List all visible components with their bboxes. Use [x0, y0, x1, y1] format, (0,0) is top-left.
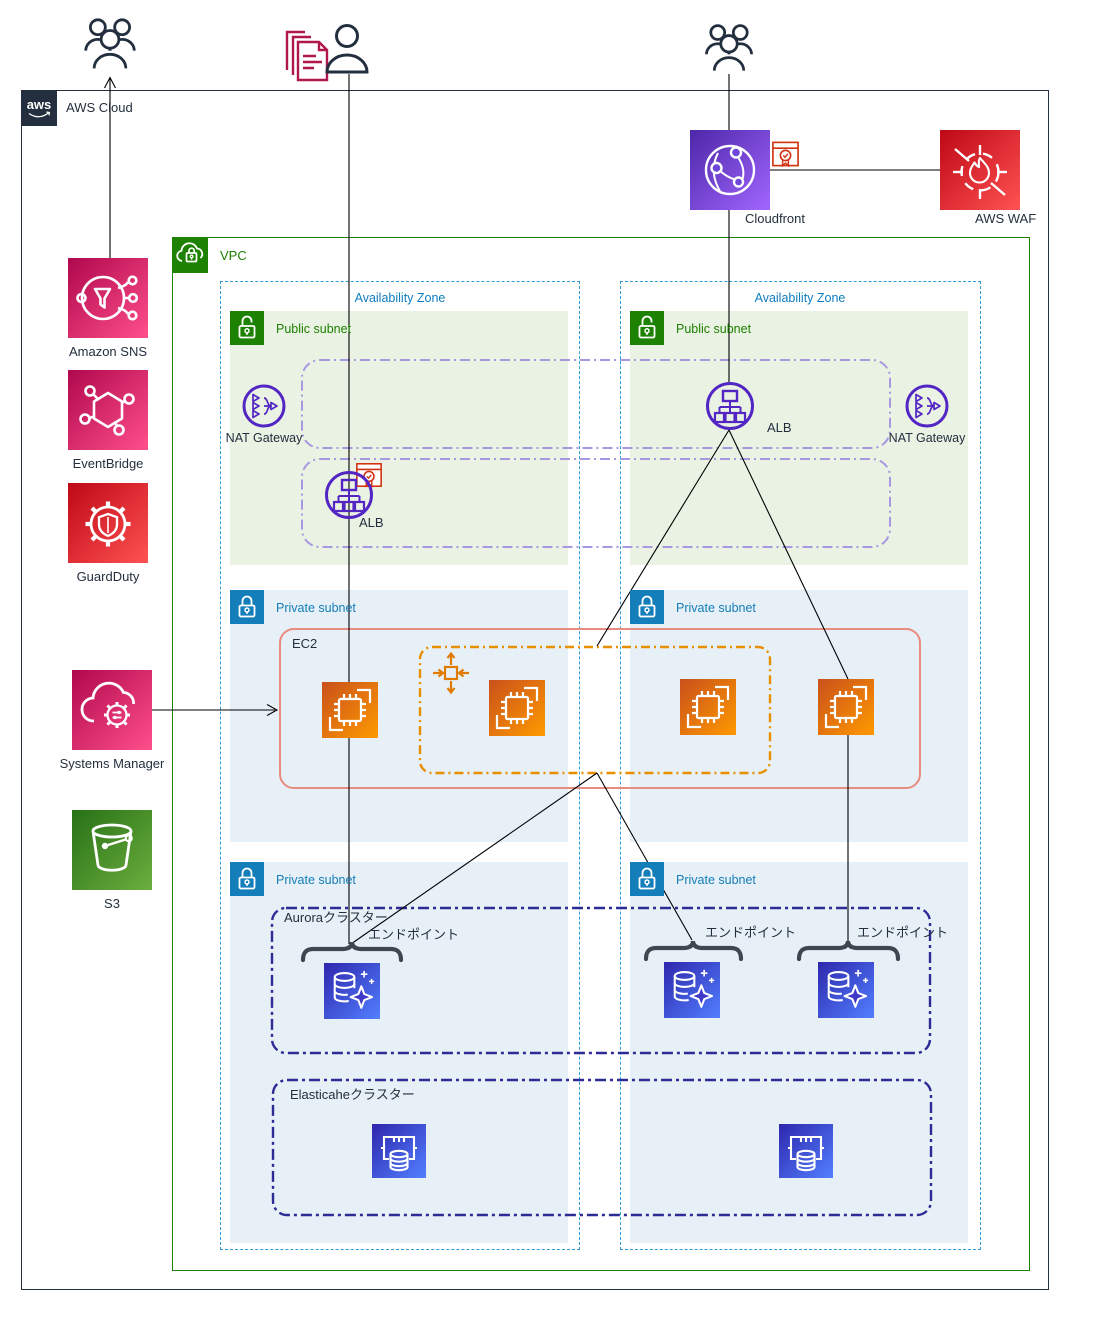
nat-gateway-right-label: NAT Gateway: [888, 431, 966, 445]
ec2-instance-icon-2: [489, 680, 545, 736]
az-right-label: Availability Zone: [754, 291, 846, 305]
aws-cloud-boundary: [21, 90, 1049, 1290]
aws-logo-text: aws: [27, 97, 52, 112]
vpc-icon: [172, 237, 208, 273]
cloudfront-label: Cloudfront: [745, 211, 805, 226]
public-subnet-right-icon: [630, 311, 664, 345]
amazon-sns-icon: [68, 258, 148, 338]
alb-right-icon: [704, 380, 756, 432]
public-subnet-right-label: Public subnet: [676, 322, 752, 336]
aurora-icon-2: [664, 962, 720, 1018]
aws-waf-label: AWS WAF: [975, 211, 1037, 226]
public-subnet-left-icon: [230, 311, 264, 345]
ec2-instance-icon-1: [322, 682, 378, 738]
amazon-sns-label: Amazon SNS: [68, 344, 148, 359]
private-subnet-bottom-right-icon: [630, 862, 664, 896]
az-left-label: Availability Zone: [354, 291, 446, 305]
private-subnet-mid-left-icon: [230, 590, 264, 624]
vpc-label: VPC: [220, 248, 247, 263]
elasticache-icon-left: [372, 1124, 426, 1178]
eventbridge-icon: [68, 370, 148, 450]
alb-left-label: ALB: [359, 515, 384, 530]
aws-logo: aws: [21, 90, 57, 126]
private-subnet-bottom-right-bg: [630, 862, 968, 1243]
systems-manager-icon: [72, 670, 152, 750]
ec2-instance-icon-3: [680, 679, 736, 735]
nat-gateway-left-icon: [241, 383, 287, 429]
aurora-icon-3: [818, 962, 874, 1018]
ec2-instance-icon-4: [818, 679, 874, 735]
systems-manager-label: Systems Manager: [59, 756, 165, 771]
vpc-boundary: [172, 237, 1030, 1271]
alb-right-label: ALB: [767, 420, 792, 435]
eventbridge-label: EventBridge: [72, 456, 144, 471]
s3-icon: [72, 810, 152, 890]
s3-label: S3: [104, 896, 120, 911]
endpoint-label-right: エンドポイント: [857, 925, 949, 940]
private-subnet-bottom-left-label: Private subnet: [276, 873, 356, 887]
person-icon: [325, 24, 369, 74]
private-subnet-mid-right-icon: [630, 590, 664, 624]
auto-scaling-icon: [428, 650, 474, 696]
aurora-cluster-label: Auroraクラスター: [284, 910, 388, 925]
arrowhead-up: [104, 76, 116, 89]
aws-cloud-label: AWS Cloud: [66, 100, 133, 115]
private-subnet-bottom-right-label: Private subnet: [676, 873, 756, 887]
private-subnet-bottom-left-icon: [230, 862, 264, 896]
endpoint-label-left: エンドポイント: [368, 927, 460, 942]
ec2-group-label: EC2: [292, 636, 318, 651]
nat-gateway-left-label: NAT Gateway: [225, 431, 303, 445]
user-with-documents-icon: [283, 22, 371, 84]
web-acl-icon-cloudfront: [771, 139, 800, 169]
private-subnet-bottom-left-bg: [230, 862, 568, 1243]
users-group-icon-left: [82, 14, 138, 76]
cloudfront-icon: [690, 130, 770, 210]
private-subnet-mid-left-label: Private subnet: [276, 601, 356, 615]
public-subnet-left-label: Public subnet: [276, 322, 352, 336]
elasticache-icon-right: [779, 1124, 833, 1178]
aws-waf-icon: [940, 130, 1020, 210]
endpoint-label-mid: エンドポイント: [705, 925, 797, 940]
guardduty-icon: [68, 483, 148, 563]
aurora-icon-1: [324, 963, 380, 1019]
alb-left-icon: [323, 469, 375, 521]
nat-gateway-right-icon: [904, 383, 950, 429]
users-group-icon-right: [703, 20, 755, 78]
private-subnet-mid-right-label: Private subnet: [676, 601, 756, 615]
elasticache-cluster-label: Elasticaheクラスター: [290, 1087, 415, 1102]
guardduty-label: GuardDuty: [76, 569, 140, 584]
documents-icon: [285, 30, 329, 82]
